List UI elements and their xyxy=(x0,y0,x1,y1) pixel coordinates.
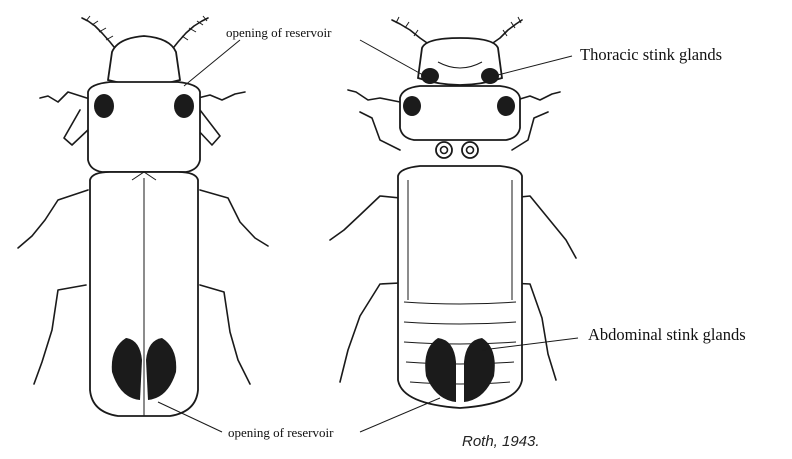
thoracic-gland-left xyxy=(94,94,114,118)
label-abdominal-stink-glands: Abdominal stink glands xyxy=(588,325,746,344)
prothorax-gland-left xyxy=(403,96,421,116)
thoracic-gland-right xyxy=(174,94,194,118)
thoracic-gland-right xyxy=(481,68,499,84)
label-opening-of-reservoir-top: opening of reservoir xyxy=(226,25,332,40)
left-beetle-head xyxy=(108,36,180,85)
label-opening-of-reservoir-bottom: opening of reservoir xyxy=(228,425,334,440)
label-thoracic-stink-glands: Thoracic stink glands xyxy=(580,45,722,64)
beetle-ventral xyxy=(330,17,576,408)
thoracic-gland-left xyxy=(421,68,439,84)
citation: Roth, 1943. xyxy=(462,433,540,450)
right-beetle-abdomen xyxy=(398,166,522,408)
prothorax-gland-right xyxy=(497,96,515,116)
beetle-dorsal xyxy=(18,16,268,416)
